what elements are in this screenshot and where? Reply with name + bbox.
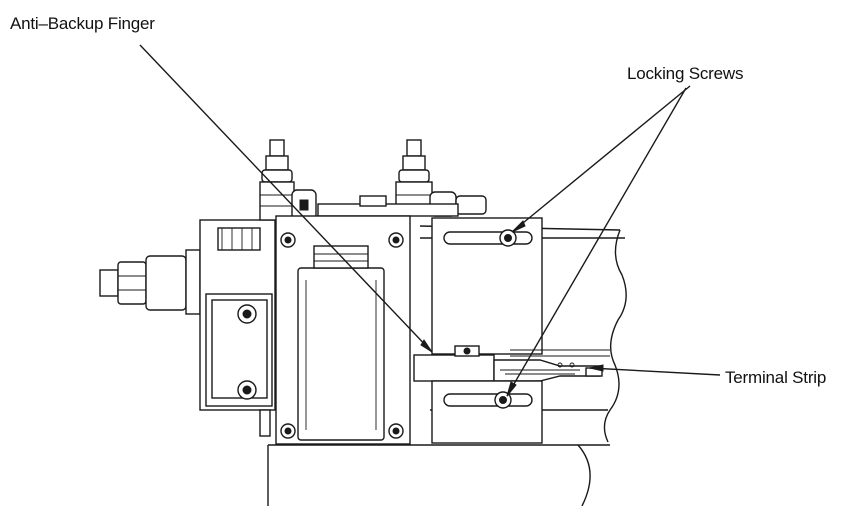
sensor-bracket-upper [431,217,543,355]
anti-backup-finger [413,345,603,382]
anti-backup-finger-label: Anti–Backup Finger [10,14,155,33]
leader-locking-screw-upper [511,85,691,233]
sensor-bracket-lower [431,380,543,444]
leader-lines [139,44,721,397]
locking-screws-label: Locking Screws [627,64,744,83]
terminal-strip-label: Terminal Strip [725,368,827,387]
leader-anti-backup-finger [139,44,433,353]
pneumatic-fitting [99,249,201,315]
terminal-strip [510,349,610,368]
leader-locking-screw-lower [506,87,687,397]
solenoid-coil [297,245,385,441]
base-housing [267,444,610,506]
valve-body [199,219,276,437]
leader-terminal-strip [589,367,721,376]
